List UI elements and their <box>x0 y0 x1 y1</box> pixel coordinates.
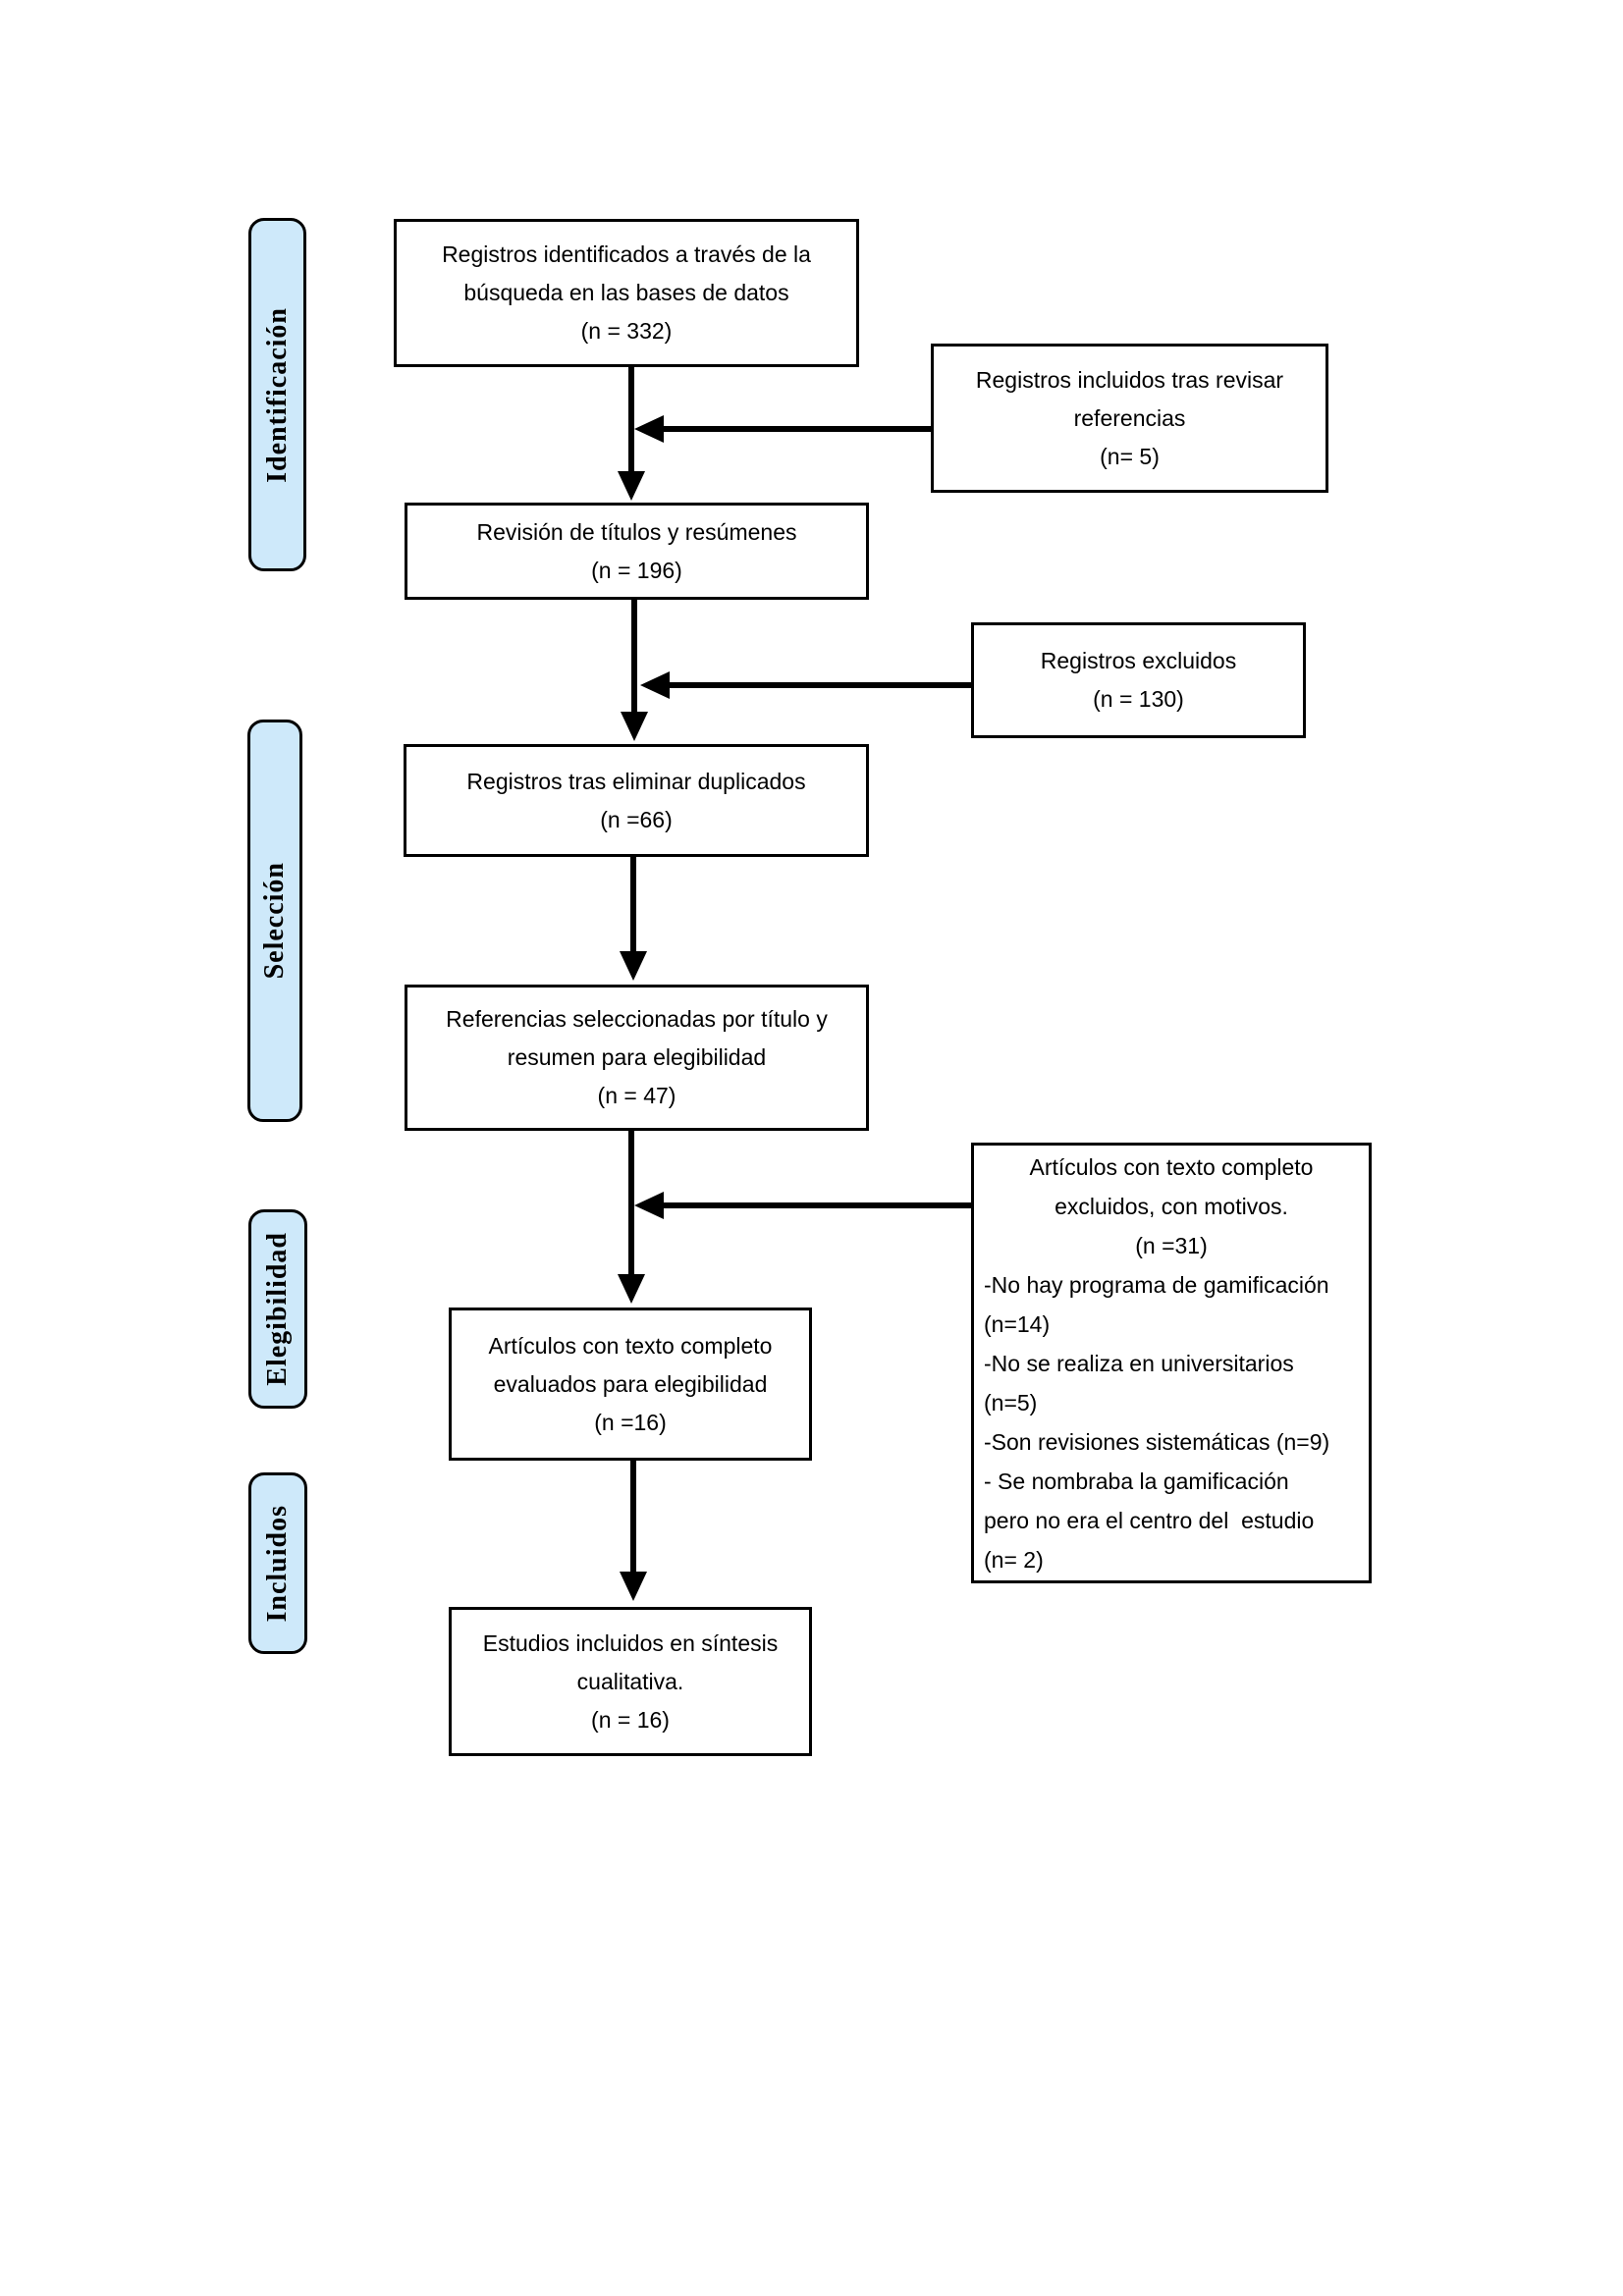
box-text-line: resumen para elegibilidad <box>507 1044 767 1070</box>
arrow-selected-to-fulltext-stem <box>628 1131 634 1276</box>
box-count: (n = 130) <box>1093 686 1184 712</box>
side-box-records-included-after-references: Registros incluidos tras revisar referen… <box>931 344 1328 493</box>
arrow-review-to-duplicates-head <box>621 712 648 741</box>
stage-tab-selection: Selección <box>247 720 302 1122</box>
flow-box-records-identified: Registros identificados a través de la b… <box>394 219 859 367</box>
arrow-fulltext-to-included-stem <box>630 1461 636 1574</box>
arrow-references-into-flow-stem <box>664 426 931 432</box>
stage-tab-eligibility: Elegibilidad <box>248 1209 307 1409</box>
exclusion-reason: (n=14) <box>984 1310 1051 1337</box>
box-count: (n =16) <box>594 1409 667 1435</box>
box-count: (n= 5) <box>1100 443 1160 469</box>
exclusion-reason: -No hay programa de gamificación <box>984 1271 1329 1298</box>
exclusion-reason: -No se realiza en universitarios <box>984 1350 1294 1376</box>
arrow-identified-to-review-head <box>618 471 645 501</box>
arrow-identified-to-review-stem <box>628 367 634 473</box>
box-count: (n = 332) <box>580 318 673 344</box>
stage-label-identification: Identificación <box>261 306 293 483</box>
flow-box-selected-by-title-abstract: Referencias seleccionadas por título y r… <box>405 985 869 1131</box>
flow-box-after-duplicates-removed: Registros tras eliminar duplicados (n =6… <box>404 744 869 857</box>
box-text-line: evaluados para elegibilidad <box>493 1370 768 1397</box>
exclusion-reason: (n= 2) <box>984 1546 1044 1573</box>
flow-box-included-qualitative-synthesis: Estudios incluidos en síntesis cualitati… <box>449 1607 812 1756</box>
arrow-references-into-flow-head <box>634 415 664 443</box>
arrow-duplicates-to-selected-head <box>620 951 647 981</box>
stage-label-eligibility: Elegibilidad <box>262 1232 293 1386</box>
exclusion-reason: - Se nombraba la gamificación <box>984 1468 1289 1494</box>
arrow-duplicates-to-selected-stem <box>630 857 636 953</box>
exclusion-reason: pero no era el centro del estudio <box>984 1507 1315 1533</box>
stage-label-selection: Selección <box>259 862 290 980</box>
box-text-line: búsqueda en las bases de datos <box>463 280 789 305</box>
stage-tab-included: Incluidos <box>248 1472 307 1654</box>
stage-label-included: Incluidos <box>262 1504 293 1623</box>
box-text-line: cualitativa. <box>576 1668 684 1694</box>
arrow-selected-to-fulltext-head <box>618 1274 645 1304</box>
flow-box-title-abstract-review: Revisión de títulos y resúmenes (n = 196… <box>405 503 869 600</box>
box-count: (n = 16) <box>591 1706 670 1733</box>
box-count: (n = 196) <box>591 557 682 583</box>
exclusion-reason: (n=5) <box>984 1389 1038 1415</box>
box-text-line: Registros excluidos <box>1040 648 1237 673</box>
stage-tab-identification: Identificación <box>248 218 306 571</box>
box-text-line: referencias <box>1073 404 1186 431</box>
box-text-line: excluidos, con motivos. <box>1055 1193 1288 1219</box>
arrow-excluded-into-flow-head <box>640 671 670 699</box>
box-text-line: Referencias seleccionadas por título y <box>446 1006 828 1032</box>
box-count: (n =66) <box>600 806 673 832</box>
box-text-line: Registros incluidos tras revisar <box>975 366 1284 393</box>
box-text-line: Artículos con texto completo <box>488 1332 773 1359</box>
box-text-line: Registros tras eliminar duplicados <box>466 768 806 794</box>
box-text-line: Registros identificados a través de la <box>442 241 811 267</box>
flow-box-fulltext-assessed: Artículos con texto completo evaluados p… <box>449 1308 812 1461</box>
arrow-fulltext-to-included-head <box>620 1572 647 1601</box>
arrow-fulltext-excluded-into-flow-head <box>634 1192 664 1219</box>
exclusion-reason: -Son revisiones sistemáticas (n=9) <box>984 1428 1330 1455</box>
arrow-fulltext-excluded-into-flow-stem <box>664 1202 971 1208</box>
arrow-excluded-into-flow-stem <box>670 682 971 688</box>
box-count: (n = 47) <box>597 1083 676 1108</box>
side-box-fulltext-excluded-with-reasons: Artículos con texto completo excluidos, … <box>971 1143 1372 1583</box>
box-count: (n =31) <box>1135 1232 1208 1258</box>
box-text-line: Revisión de títulos y resúmenes <box>476 518 797 545</box>
box-text-line: Artículos con texto completo <box>1029 1153 1314 1180</box>
side-box-records-excluded: Registros excluidos (n = 130) <box>971 622 1306 738</box>
arrow-review-to-duplicates-stem <box>631 600 637 714</box>
box-text-line: Estudios incluidos en síntesis <box>482 1629 779 1656</box>
